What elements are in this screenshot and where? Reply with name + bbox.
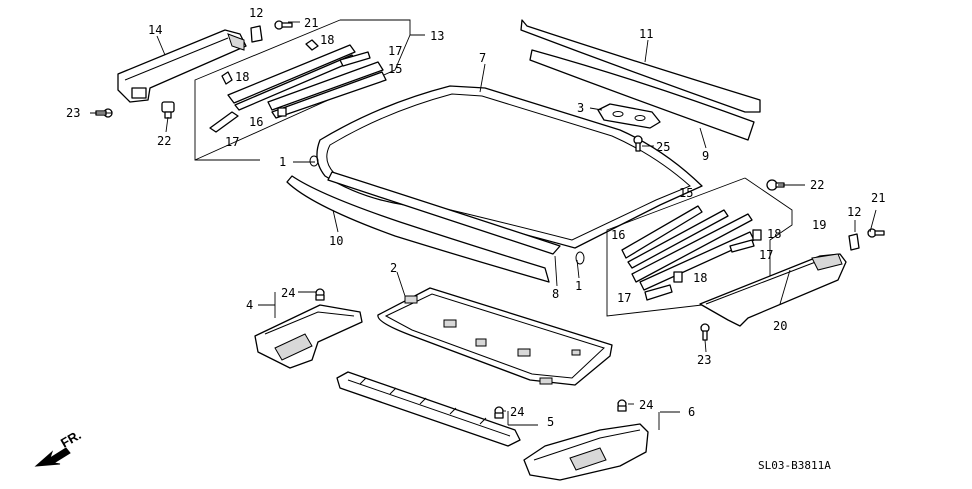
front-arrow-icon (34, 447, 71, 467)
callout-16-a: 16 (249, 115, 263, 129)
left-rail-parts (209, 39, 387, 133)
callout-18-d: 18 (693, 271, 707, 285)
diagram-reference-code: SL03-B3811A (758, 459, 831, 472)
clip-24-c (617, 399, 627, 412)
callout-18-b: 18 (235, 70, 249, 84)
roof-molding-10 (286, 175, 550, 283)
callout-7: 7 (479, 51, 486, 65)
grommet-1-left (309, 155, 319, 167)
callouts: 7 11 9 3 25 1 1 8 10 14 12 21 13 18 17 1… (66, 6, 885, 429)
callout-20: 20 (773, 319, 787, 333)
callout-1-left: 1 (279, 155, 286, 169)
clip-24-b (494, 406, 504, 419)
callout-24-c: 24 (639, 398, 653, 412)
clip-24-a (315, 288, 325, 301)
callout-21-top: 21 (304, 16, 318, 30)
leader-lines (90, 21, 877, 430)
callout-2: 2 (390, 261, 397, 275)
callout-4: 4 (246, 298, 253, 312)
callout-23-left: 23 (66, 106, 80, 120)
callout-11: 11 (639, 27, 653, 41)
callout-1-right: 1 (575, 279, 582, 293)
group-bracket-13 (194, 34, 411, 161)
callout-9: 9 (702, 149, 709, 163)
rear-bracket-14 (117, 29, 247, 103)
grommet-1-right (575, 251, 585, 265)
callout-10: 10 (329, 234, 343, 248)
callout-23-right: 23 (697, 353, 711, 367)
fastener-22-left (161, 101, 175, 119)
bolt-21-top (274, 20, 293, 30)
front-label: FR. (58, 427, 84, 450)
cross-member-4 (254, 304, 363, 369)
callout-18-a: 18 (320, 33, 334, 47)
callout-17-b: 17 (225, 135, 239, 149)
callout-24-a: 24 (281, 286, 295, 300)
callout-15-a: 15 (388, 62, 402, 76)
roof-molding-8 (327, 171, 561, 255)
cross-member-6 (523, 423, 649, 481)
callout-8: 8 (552, 287, 559, 301)
roof-molding-11 (520, 19, 761, 113)
callout-17-d: 17 (617, 291, 631, 305)
callout-13: 13 (430, 29, 444, 43)
rear-bracket-20 (699, 253, 847, 327)
callout-16-b: 16 (611, 228, 625, 242)
right-rail-parts (621, 205, 762, 301)
bolt-25 (633, 135, 643, 152)
callout-15-b: 15 (679, 186, 693, 200)
callout-25: 25 (656, 140, 670, 154)
clip-12-top (250, 25, 263, 43)
callout-14: 14 (148, 23, 162, 37)
callout-22-left: 22 (157, 134, 171, 148)
clip-12-right (848, 233, 860, 251)
callout-24-b: 24 (510, 405, 524, 419)
cross-member-5 (336, 371, 521, 447)
callout-12-top: 12 (249, 6, 263, 20)
callout-6: 6 (688, 405, 695, 419)
callout-19: 19 (812, 218, 826, 232)
front-direction-indicator: FR. (34, 427, 84, 467)
bolt-23-right (700, 323, 710, 341)
headliner-2 (377, 287, 613, 386)
callout-17-c: 17 (759, 248, 773, 262)
callout-17-a: 17 (388, 44, 402, 58)
roof-strip-9 (529, 49, 755, 141)
callout-12-right: 12 (847, 205, 861, 219)
callout-21-right: 21 (871, 191, 885, 205)
bracket-13 (194, 19, 425, 161)
callout-3: 3 (577, 101, 584, 115)
callout-18-c: 18 (767, 227, 781, 241)
roof-lamp-base-3 (597, 103, 661, 129)
callout-22-right: 22 (810, 178, 824, 192)
callout-5: 5 (547, 415, 554, 429)
